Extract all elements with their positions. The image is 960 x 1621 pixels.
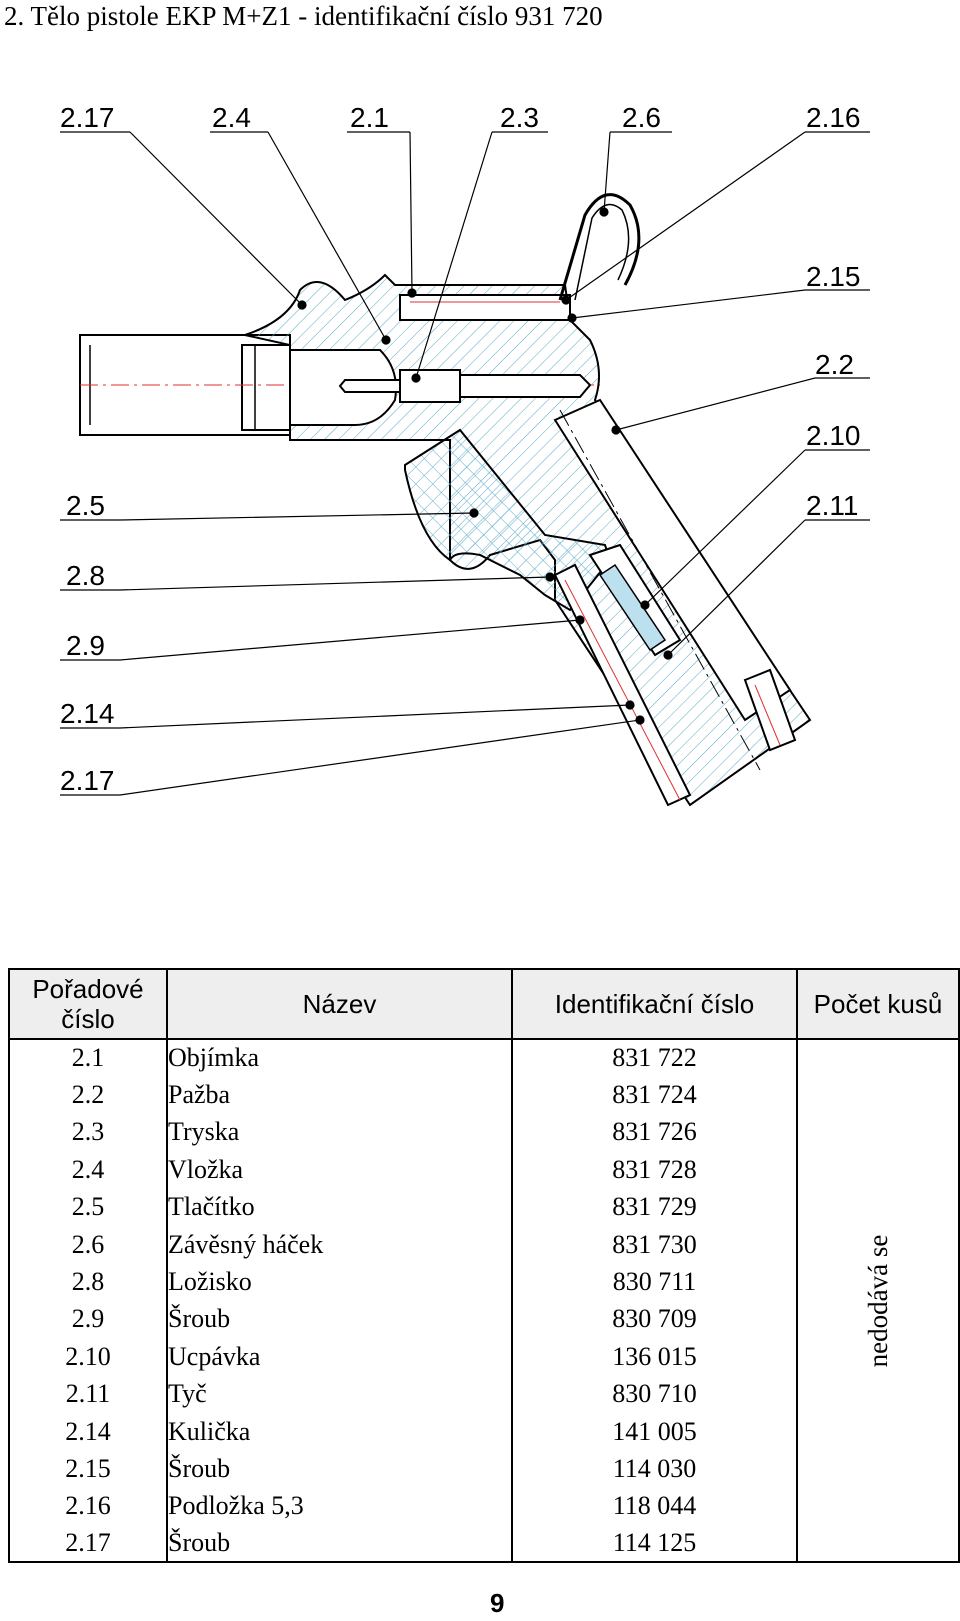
row-name: Objímka — [166, 1037, 513, 1077]
row-id: 141 005 — [511, 1412, 798, 1451]
callout-label: 2.14 — [60, 698, 115, 729]
callout-label: 2.9 — [66, 630, 105, 661]
row-id: 114 030 — [511, 1450, 798, 1488]
row-number: 2.15 — [8, 1450, 168, 1488]
count-cell: nedodává se — [796, 1037, 960, 1564]
callout-label: 2.16 — [806, 102, 861, 133]
row-number: 2.6 — [8, 1225, 168, 1264]
callout-label: 2.17 — [60, 102, 115, 133]
lower-assembly — [553, 409, 797, 807]
table-row: 2.11 Tyč 830 710 — [8, 1375, 959, 1413]
header-name: Název — [166, 968, 513, 1040]
row-id: 114 125 — [511, 1525, 798, 1564]
callout-label: 2.4 — [212, 102, 251, 133]
callout-label: 2.1 — [350, 102, 389, 133]
row-id: 831 729 — [511, 1188, 798, 1226]
row-id: 831 728 — [511, 1151, 798, 1189]
row-id: 831 722 — [511, 1037, 798, 1077]
callout-label: 2.3 — [500, 102, 539, 133]
row-number: 2.14 — [8, 1412, 168, 1451]
callout-label: 2.6 — [622, 102, 661, 133]
table-row: 2.5 Tlačítko 831 729 — [8, 1188, 959, 1226]
callout-label: 2.8 — [66, 560, 105, 591]
table-row: 2.10 Ucpávka 136 015 — [8, 1338, 959, 1376]
table-row: 2.16 Podložka 5,3 118 044 — [8, 1487, 959, 1526]
hook-part — [558, 193, 641, 301]
callout-label: 2.2 — [815, 349, 854, 380]
row-id: 831 730 — [511, 1225, 798, 1264]
row-name: Kulička — [166, 1412, 513, 1451]
callout-label: 2.5 — [66, 490, 105, 521]
row-number: 2.17 — [8, 1525, 168, 1564]
row-number: 2.3 — [8, 1113, 168, 1152]
row-number: 2.16 — [8, 1487, 168, 1526]
row-id: 831 726 — [511, 1113, 798, 1152]
row-number: 2.5 — [8, 1188, 168, 1226]
row-name: Podložka 5,3 — [166, 1487, 513, 1526]
page-number: 9 — [490, 1588, 505, 1618]
row-number: 2.4 — [8, 1151, 168, 1189]
row-name: Šroub — [166, 1300, 513, 1339]
table-row: 2.8 Ložisko 830 711 — [8, 1263, 959, 1301]
row-name: Vložka — [166, 1151, 513, 1189]
table-row: 2.15 Šroub 114 030 — [8, 1450, 959, 1488]
pistol-body-drawing — [60, 131, 870, 807]
row-name: Pažba — [166, 1076, 513, 1114]
row-name: Šroub — [166, 1525, 513, 1564]
row-name: Ucpávka — [166, 1338, 513, 1376]
parts-table: Pořadové číslo Název Identifikační číslo… — [8, 968, 960, 1564]
row-name: Šroub — [166, 1450, 513, 1488]
row-id: 830 711 — [511, 1263, 798, 1301]
row-name: Tlačítko — [166, 1188, 513, 1226]
row-id: 830 709 — [511, 1300, 798, 1339]
table-row: 2.2 Pažba 831 724 — [8, 1076, 959, 1114]
row-id: 118 044 — [511, 1487, 798, 1526]
table-row: 2.1 Objímka 831 722 nedodává se — [8, 1037, 960, 1564]
table-row: 2.9 Šroub 830 709 — [8, 1300, 959, 1339]
callout-label: 2.10 — [806, 420, 861, 451]
callout-label: 2.15 — [806, 261, 861, 292]
table-row: 2.14 Kulička 141 005 — [8, 1412, 959, 1451]
callout-label: 2.11 — [806, 490, 859, 521]
row-id: 136 015 — [511, 1338, 798, 1376]
count-note: nedodává se — [863, 1234, 893, 1368]
row-number: 2.2 — [8, 1076, 168, 1114]
header-order: Pořadové číslo — [8, 968, 168, 1040]
row-number: 2.8 — [8, 1263, 168, 1301]
trigger-part — [404, 428, 612, 612]
row-id: 830 710 — [511, 1375, 798, 1413]
table-row: 2.4 Vložka 831 728 — [8, 1151, 959, 1189]
row-number: 2.1 — [8, 1037, 168, 1077]
row-name: Tryska — [166, 1113, 513, 1152]
leader-lines — [60, 131, 870, 796]
table-row: 2.3 Tryska 831 726 — [8, 1113, 959, 1152]
row-number: 2.10 — [8, 1338, 168, 1376]
page-title: 2. Tělo pistole EKP M+Z1 - identifikační… — [4, 1, 603, 31]
table-row: 2.17 Šroub 114 125 — [8, 1525, 959, 1564]
row-name: Tyč — [166, 1375, 513, 1413]
row-id: 831 724 — [511, 1076, 798, 1114]
row-name: Ložisko — [166, 1263, 513, 1301]
row-number: 2.11 — [8, 1375, 168, 1413]
table-row: 2.6 Závěsný háček 831 730 — [8, 1225, 959, 1264]
header-id: Identifikační číslo — [511, 968, 798, 1040]
callout-label: 2.17 — [60, 765, 115, 796]
header-count: Počet kusů — [796, 968, 960, 1040]
row-number: 2.9 — [8, 1300, 168, 1339]
row-name: Závěsný háček — [166, 1225, 513, 1264]
